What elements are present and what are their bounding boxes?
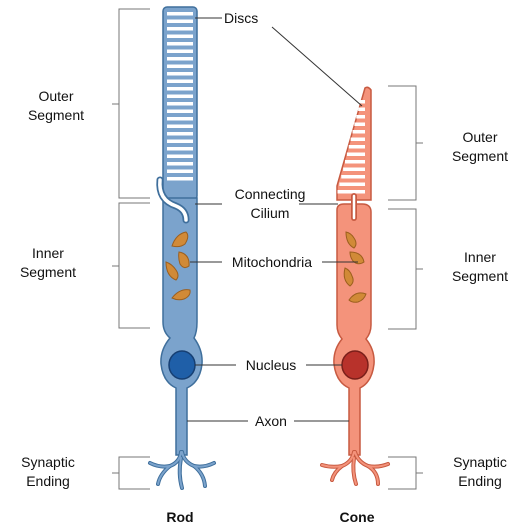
rod-disc xyxy=(167,132,193,136)
inner-segment-bracket-left xyxy=(112,203,150,328)
rod-disc xyxy=(167,42,193,46)
rod-disc xyxy=(167,117,193,121)
cone-disc xyxy=(354,123,365,127)
outer-segment-label-right-2: Segment xyxy=(452,148,508,164)
rod-disc xyxy=(167,65,193,69)
outer-segment-bracket-left xyxy=(112,9,150,198)
discs-leader xyxy=(195,18,362,106)
cone-disc xyxy=(349,145,365,149)
rod-caption: Rod xyxy=(166,509,193,525)
rod-disc xyxy=(167,57,193,61)
inner-segment-label-right-2: Segment xyxy=(452,268,508,284)
outer-segment-label-left-1: Outer xyxy=(38,88,73,104)
cone-caption: Cone xyxy=(340,509,375,525)
rod-disc xyxy=(167,27,193,31)
rod-disc xyxy=(167,50,193,54)
cone-brackets xyxy=(388,86,423,489)
rod-disc xyxy=(167,102,193,106)
rod-disc xyxy=(167,170,193,174)
synaptic-ending-bracket-right xyxy=(388,457,423,489)
connecting-cilium-label-2: Cilium xyxy=(251,205,290,221)
labels: Discs Outer Segment Inner Segment Synapt… xyxy=(20,10,508,525)
rod-disc xyxy=(167,162,193,166)
rod-disc xyxy=(167,35,193,39)
cone-disc xyxy=(356,115,365,119)
synaptic-ending-label-right-2: Ending xyxy=(458,473,502,489)
rod-disc xyxy=(167,95,193,99)
inner-segment-label-right-1: Inner xyxy=(464,249,496,265)
rod-disc xyxy=(167,80,193,84)
axon-label: Axon xyxy=(255,413,287,429)
synaptic-ending-bracket-left xyxy=(112,457,150,489)
synaptic-ending-label-left-1: Synaptic xyxy=(21,454,75,470)
cone-nucleus xyxy=(342,351,368,379)
rod-disc xyxy=(167,155,193,159)
rod-discs xyxy=(167,12,193,181)
inner-segment-bracket-right xyxy=(388,209,423,329)
cone-disc xyxy=(341,175,365,179)
rod-disc xyxy=(167,72,193,76)
cone-disc xyxy=(360,100,365,104)
cone-disc xyxy=(339,183,365,187)
rod-disc xyxy=(167,12,193,16)
synaptic-ending-label-right-1: Synaptic xyxy=(453,454,507,470)
cone-disc xyxy=(345,160,365,164)
inner-segment-label-left-1: Inner xyxy=(32,245,64,261)
discs-label: Discs xyxy=(224,10,258,26)
rod-disc xyxy=(167,110,193,114)
cone-disc xyxy=(347,153,365,157)
cone-disc xyxy=(343,168,365,172)
rod-disc xyxy=(167,177,193,181)
rod-disc xyxy=(167,147,193,151)
cone-cell xyxy=(322,87,388,484)
rod-disc xyxy=(167,87,193,91)
mitochondria-label: Mitochondria xyxy=(232,254,312,270)
rod-disc xyxy=(167,125,193,129)
inner-segment-label-left-2: Segment xyxy=(20,264,76,280)
synaptic-ending-label-left-2: Ending xyxy=(26,473,70,489)
connecting-cilium-label-1: Connecting xyxy=(235,186,306,202)
cone-disc xyxy=(358,108,365,112)
outer-segment-label-left-2: Segment xyxy=(28,107,84,123)
cone-disc xyxy=(353,130,366,134)
outer-segment-bracket-right xyxy=(388,86,423,200)
cone-disc xyxy=(351,138,365,142)
rod-nucleus xyxy=(169,351,195,379)
nucleus-label: Nucleus xyxy=(246,357,297,373)
rod-brackets xyxy=(112,9,150,489)
rod-disc xyxy=(167,140,193,144)
rod-cell xyxy=(150,7,214,488)
cone-disc xyxy=(338,190,366,194)
rod-disc xyxy=(167,20,193,24)
outer-segment-label-right-1: Outer xyxy=(462,129,497,145)
